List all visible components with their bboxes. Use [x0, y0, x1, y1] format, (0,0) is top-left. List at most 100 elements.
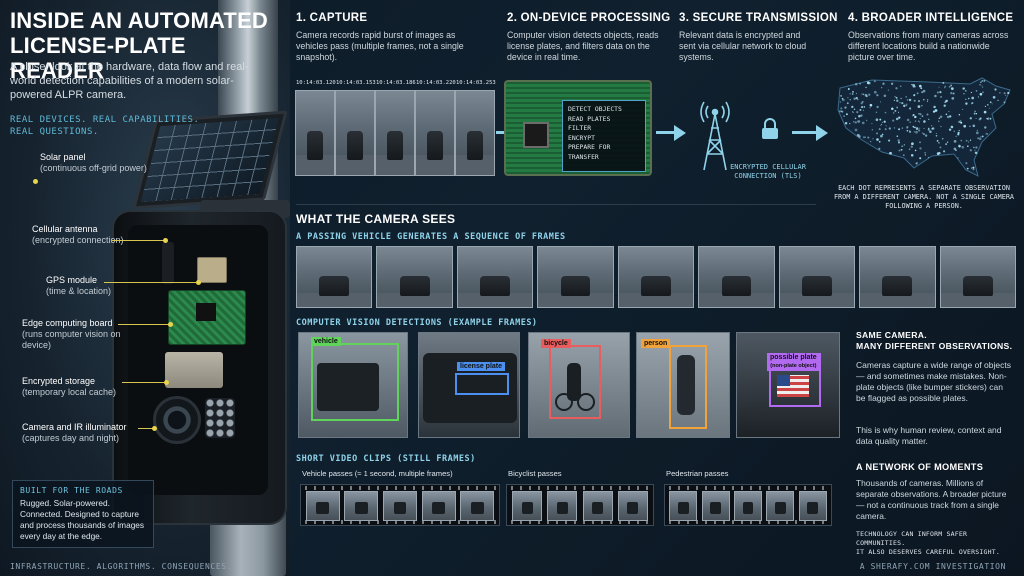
observation-dot [910, 154, 914, 157]
observation-dot [852, 91, 854, 93]
observation-dot [923, 99, 925, 101]
step-2-desc: Computer vision detects objects, reads l… [507, 30, 659, 62]
observation-dot [916, 92, 919, 95]
observation-dot [972, 168, 975, 171]
observation-dot [884, 128, 887, 131]
observation-dot [919, 147, 922, 150]
observation-dot [867, 136, 870, 139]
observation-dot [934, 109, 938, 112]
observation-dot [919, 121, 921, 123]
observation-dot [854, 117, 857, 120]
observation-dot [987, 119, 989, 121]
observation-dot [905, 105, 907, 107]
film-frame [617, 491, 648, 521]
film-frame [305, 491, 340, 521]
timestamp: 10:14:03.220 [416, 80, 456, 86]
observation-dot [854, 121, 857, 124]
observation-dot [923, 127, 925, 130]
observation-dot [873, 80, 876, 83]
observation-dot [881, 87, 883, 89]
observation-dot [881, 121, 884, 124]
observation-dot [896, 135, 899, 138]
observation-dot [977, 137, 980, 140]
processing-steps-list: DETECT OBJECTS READ PLATES FILTER ENCRYP… [562, 100, 646, 172]
observation-dot [893, 112, 895, 114]
vehicle-box [311, 343, 399, 421]
observation-dot [928, 127, 930, 130]
observation-dot [840, 110, 843, 112]
antenna-icon [162, 242, 174, 284]
observation-dot [936, 91, 939, 94]
observation-dot [919, 127, 921, 129]
observation-dot [943, 104, 946, 107]
observation-dot [847, 88, 850, 90]
observation-dot [869, 140, 872, 143]
observation-dot [944, 85, 947, 88]
observation-dot [973, 146, 975, 149]
observation-dot [963, 93, 965, 95]
detection-frame-possible-plate: possible plate (non-plate object) [736, 332, 840, 438]
film-frame [547, 491, 578, 521]
clips-title: SHORT VIDEO CLIPS (STILL FRAMES) [296, 454, 476, 464]
flow-arrow [792, 131, 818, 134]
callout-dot [33, 179, 38, 184]
observation-dot [853, 108, 856, 110]
observation-dot [906, 129, 909, 132]
observation-dot [959, 120, 962, 122]
observation-dot [908, 98, 912, 102]
observation-dot [973, 112, 976, 115]
step-1-desc: Camera records rapid burst of images as … [296, 30, 464, 62]
processing-step: PREPARE FOR TRANSFER [568, 143, 611, 161]
flow-arrow [496, 131, 508, 134]
observation-dot [975, 113, 978, 115]
observation-dot [911, 84, 913, 86]
clip-label-bicyclist: Bicyclist passes [508, 469, 562, 478]
film-strip-vehicle [300, 484, 500, 526]
observation-dot [950, 87, 954, 90]
page-subtitle: A closer look at the hardware, data flow… [10, 61, 249, 101]
observation-dot [981, 80, 984, 82]
film-frame [421, 491, 456, 521]
observation-dot [863, 106, 866, 108]
observation-dot [979, 92, 983, 96]
observation-dot [910, 145, 913, 148]
observation-dot [975, 117, 977, 119]
observation-dot [893, 127, 895, 129]
observation-dot [903, 144, 905, 146]
detection-frame-bicycle: bicycle [528, 332, 630, 438]
observation-dot [851, 93, 854, 95]
observation-dot [915, 130, 918, 134]
observation-dot [929, 130, 932, 133]
observation-dot [969, 149, 972, 152]
observation-dot [862, 93, 865, 96]
observation-dot [908, 148, 911, 151]
plate-box [455, 373, 509, 395]
observation-dot [938, 86, 940, 88]
observation-dot [974, 110, 976, 113]
sequence-frame [698, 246, 775, 308]
detection-label-plate: license plate [457, 362, 506, 371]
observation-dot [840, 95, 842, 97]
observation-dot [900, 148, 903, 151]
observation-dot [887, 89, 890, 91]
observation-dot [980, 136, 982, 138]
observation-dot [931, 127, 934, 130]
arrow-right-icon [816, 125, 828, 141]
observation-dot [974, 149, 976, 151]
observation-dot [909, 107, 912, 110]
observation-dot [884, 111, 887, 114]
processing-step: ENCRYPT [568, 133, 595, 142]
callout-edge-board: Edge computing board(runs computer visio… [22, 318, 121, 350]
observation-dot [972, 124, 976, 128]
person-box [669, 345, 707, 429]
observation-dot [930, 125, 933, 127]
clip-label-vehicle: Vehicle passes (≈ 1 second, multiple fra… [302, 469, 453, 478]
observation-dot [897, 111, 900, 113]
observation-dot [958, 120, 961, 124]
observation-dot [897, 139, 900, 142]
same-camera-title: SAME CAMERA. MANY DIFFERENT OBSERVATIONS… [856, 330, 1013, 351]
observation-dot [934, 94, 937, 98]
roads-title: BUILT FOR THE ROADS [20, 486, 123, 495]
observation-dot [924, 152, 926, 154]
step-3-title: 3. SECURE TRANSMISSION [679, 12, 838, 24]
